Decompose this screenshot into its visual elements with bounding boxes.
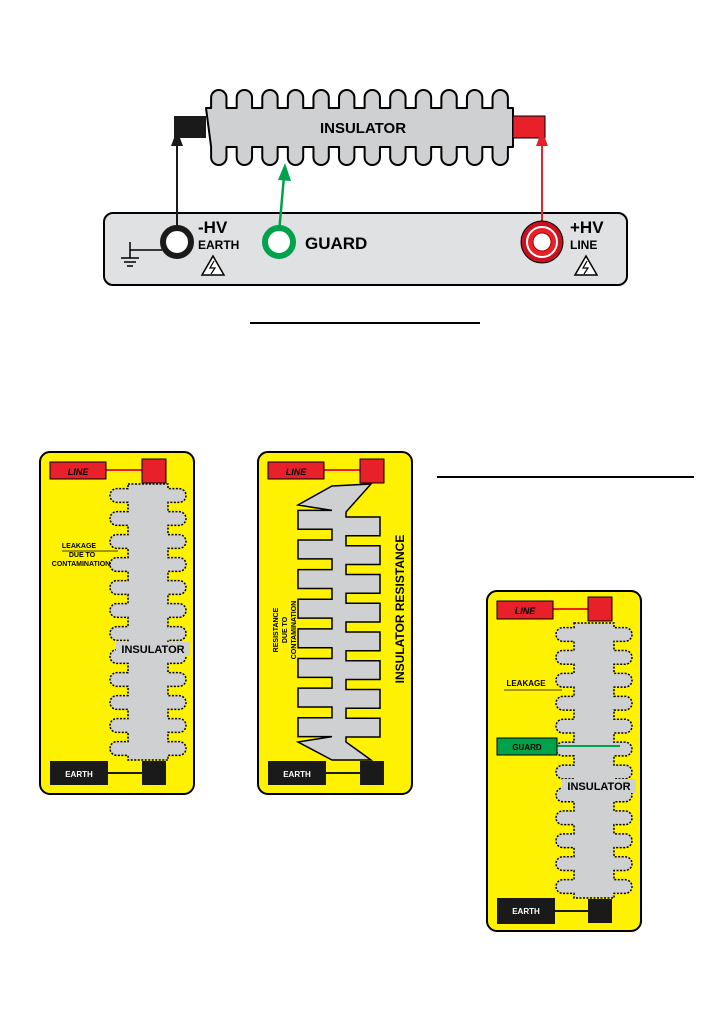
earth-label: EARTH: [198, 238, 239, 252]
pos-hv-label: +HV: [570, 218, 604, 237]
leakage-label: LEAKAGE: [506, 679, 546, 688]
leakage-label: LEAKAGE: [62, 543, 97, 550]
card-resistance: LINE RESISTANCE DUE TO CONTAMINATION INS…: [258, 452, 412, 794]
card-guarded: LINE LEAKAGE GUARD INSULATOR EARTH: [487, 591, 641, 931]
resistance-label-line2: DUE TO: [282, 616, 289, 643]
earth-terminal[interactable]: [163, 228, 191, 256]
insulator-label: INSULATOR: [567, 781, 630, 793]
line-cap: [588, 597, 612, 621]
guard-label: GUARD: [512, 743, 542, 752]
earth-label: EARTH: [65, 770, 93, 779]
caption-rule: [250, 322, 480, 324]
earth-cap: [360, 761, 384, 785]
line-cap: [142, 459, 166, 483]
guard-label: GUARD: [305, 234, 367, 253]
insulator-label: INSULATOR: [121, 644, 184, 656]
line-cap: [360, 459, 384, 483]
card-leakage: LINE LEAKAGE DUE TO CONTAMINATION INSULA…: [40, 452, 194, 794]
leakage-label-line3: CONTAMINATION: [52, 561, 110, 568]
resistance-label: RESISTANCE: [273, 607, 280, 652]
line-label: LINE: [570, 238, 597, 252]
leakage-label-line2: DUE TO: [69, 552, 96, 559]
earth-label: EARTH: [512, 907, 540, 916]
insulator-earth-cap: [174, 116, 206, 138]
top-diagram: INSULATOR -HV EARTH GUARD: [104, 90, 627, 285]
guard-terminal[interactable]: [265, 228, 293, 256]
insulator-line-cap: [513, 116, 545, 138]
line-label: LINE: [286, 467, 307, 477]
earth-label: EARTH: [283, 770, 311, 779]
insulator-label: INSULATOR: [320, 120, 406, 137]
line-label: LINE: [68, 467, 89, 477]
earth-cap: [142, 761, 166, 785]
neg-hv-label: -HV: [198, 218, 228, 237]
guard-lead-arrow: [278, 163, 291, 181]
earth-cap: [588, 899, 612, 923]
resistance-label-line3: CONTAMINATION: [291, 601, 298, 659]
line-label: LINE: [515, 606, 536, 616]
line-terminal-hole: [533, 233, 551, 251]
insulator-resistance-label: INSULATOR RESISTANCE: [393, 535, 407, 684]
caption-rule: [437, 476, 694, 478]
